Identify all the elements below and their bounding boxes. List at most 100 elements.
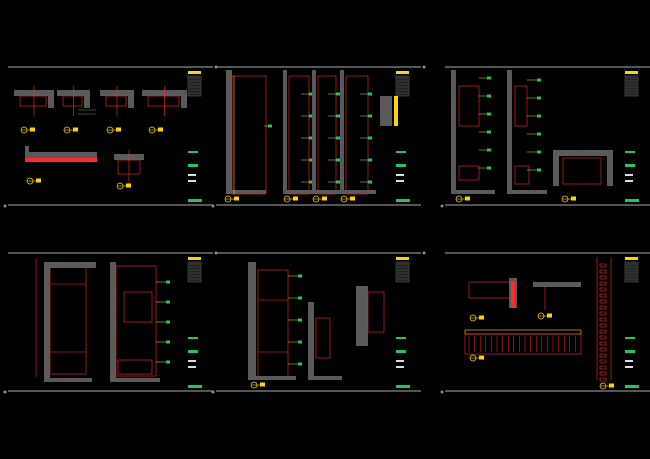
- stair-module: [599, 347, 607, 352]
- leader-note: [298, 340, 302, 344]
- leader-note: [309, 92, 313, 96]
- wall-section: [553, 150, 559, 186]
- sheet-number: [188, 385, 202, 388]
- wardrobe-section: [115, 265, 157, 377]
- wall-section: [451, 70, 456, 194]
- section-label: [479, 315, 484, 320]
- floor-section: [340, 190, 376, 194]
- section-outline: [345, 75, 369, 195]
- stair-module: [599, 353, 607, 358]
- note-text: [188, 337, 198, 339]
- corner-mark: [3, 390, 7, 394]
- cabinet-elevation: [231, 75, 267, 195]
- leader-note: [166, 360, 170, 364]
- corner-mark: [422, 65, 426, 69]
- note-text: [625, 337, 635, 339]
- note-text: [625, 366, 633, 368]
- floor-section: [110, 378, 160, 382]
- section-label: [479, 355, 484, 360]
- wardrobe-elevation: [49, 265, 87, 375]
- leader-note: [166, 340, 170, 344]
- stair-module: [599, 293, 607, 298]
- section-outline: [288, 75, 310, 195]
- stair-module: [599, 329, 607, 334]
- stair-module: [599, 365, 607, 370]
- note-text: [625, 180, 633, 182]
- floor-section: [283, 190, 317, 194]
- floor-section: [507, 190, 547, 194]
- title-block: [187, 71, 202, 202]
- detail-outline: [19, 95, 47, 107]
- section-label: [30, 127, 35, 132]
- cabinet-section: [514, 165, 530, 185]
- cabinet-elevation: [458, 85, 480, 127]
- title-block-logo: [396, 71, 409, 74]
- leader-note: [368, 114, 372, 118]
- corner-mark: [3, 204, 7, 208]
- title-block-logo: [188, 257, 201, 260]
- leader-note: [298, 274, 302, 278]
- section-label: [73, 127, 78, 132]
- section-label: [234, 196, 239, 201]
- leader-note: [336, 92, 340, 96]
- sheet-number: [396, 385, 410, 388]
- stair-module: [599, 311, 607, 316]
- wall-section: [507, 70, 512, 194]
- leader-note: [368, 180, 372, 184]
- note-text: [396, 337, 406, 339]
- section-label: [126, 183, 131, 188]
- drawing-sheet-6: [440, 252, 650, 394]
- slab-section: [553, 150, 613, 156]
- leader-note: [537, 132, 541, 136]
- wall-section: [181, 90, 187, 108]
- leader-note: [487, 112, 491, 116]
- wall-section: [340, 70, 344, 194]
- leader-note: [537, 96, 541, 100]
- leader-note: [298, 296, 302, 300]
- detail-outline: [147, 95, 180, 107]
- leader-note: [309, 136, 313, 140]
- note-text: [188, 366, 196, 368]
- section-outline: [317, 75, 337, 195]
- title-block: [395, 257, 410, 388]
- sheet-number: [396, 199, 410, 202]
- corner-mark: [211, 390, 215, 394]
- drawing-sheet-4: [3, 251, 218, 394]
- wall-section: [128, 90, 134, 108]
- section-label: [158, 127, 163, 132]
- stair-module: [599, 299, 607, 304]
- floor-section: [248, 376, 296, 380]
- title-block-logo: [625, 71, 638, 74]
- slab-section: [25, 146, 29, 154]
- drawer-outline: [117, 359, 153, 375]
- bathtub-outline: [562, 157, 602, 185]
- leader-note: [268, 124, 272, 128]
- leader-note: [336, 114, 340, 118]
- leader-note: [487, 130, 491, 134]
- slab-detail: [25, 158, 97, 162]
- leader-note: [368, 158, 372, 162]
- drawing-sheet-3: [440, 66, 650, 208]
- detail-fill: [511, 282, 515, 308]
- leader-note: [298, 318, 302, 322]
- drawing-sheet-1: [3, 65, 218, 208]
- detail-outline: [105, 95, 127, 107]
- detail-outline: [468, 281, 512, 299]
- leader-note: [368, 92, 372, 96]
- cabinet-section: [514, 85, 528, 127]
- section-label: [293, 196, 298, 201]
- note-text: [625, 350, 635, 353]
- grille-elevation: [464, 333, 582, 355]
- section-label: [116, 127, 121, 132]
- stair-module: [599, 317, 607, 322]
- wall-section: [226, 70, 232, 194]
- corner-mark: [211, 204, 215, 208]
- leader-note: [537, 78, 541, 82]
- section-label: [260, 382, 265, 387]
- corner-mark: [440, 390, 444, 394]
- leader-note: [336, 136, 340, 140]
- drawing-sheet-5: [211, 251, 426, 394]
- drawer-outline: [123, 291, 153, 323]
- leader-note: [487, 76, 491, 80]
